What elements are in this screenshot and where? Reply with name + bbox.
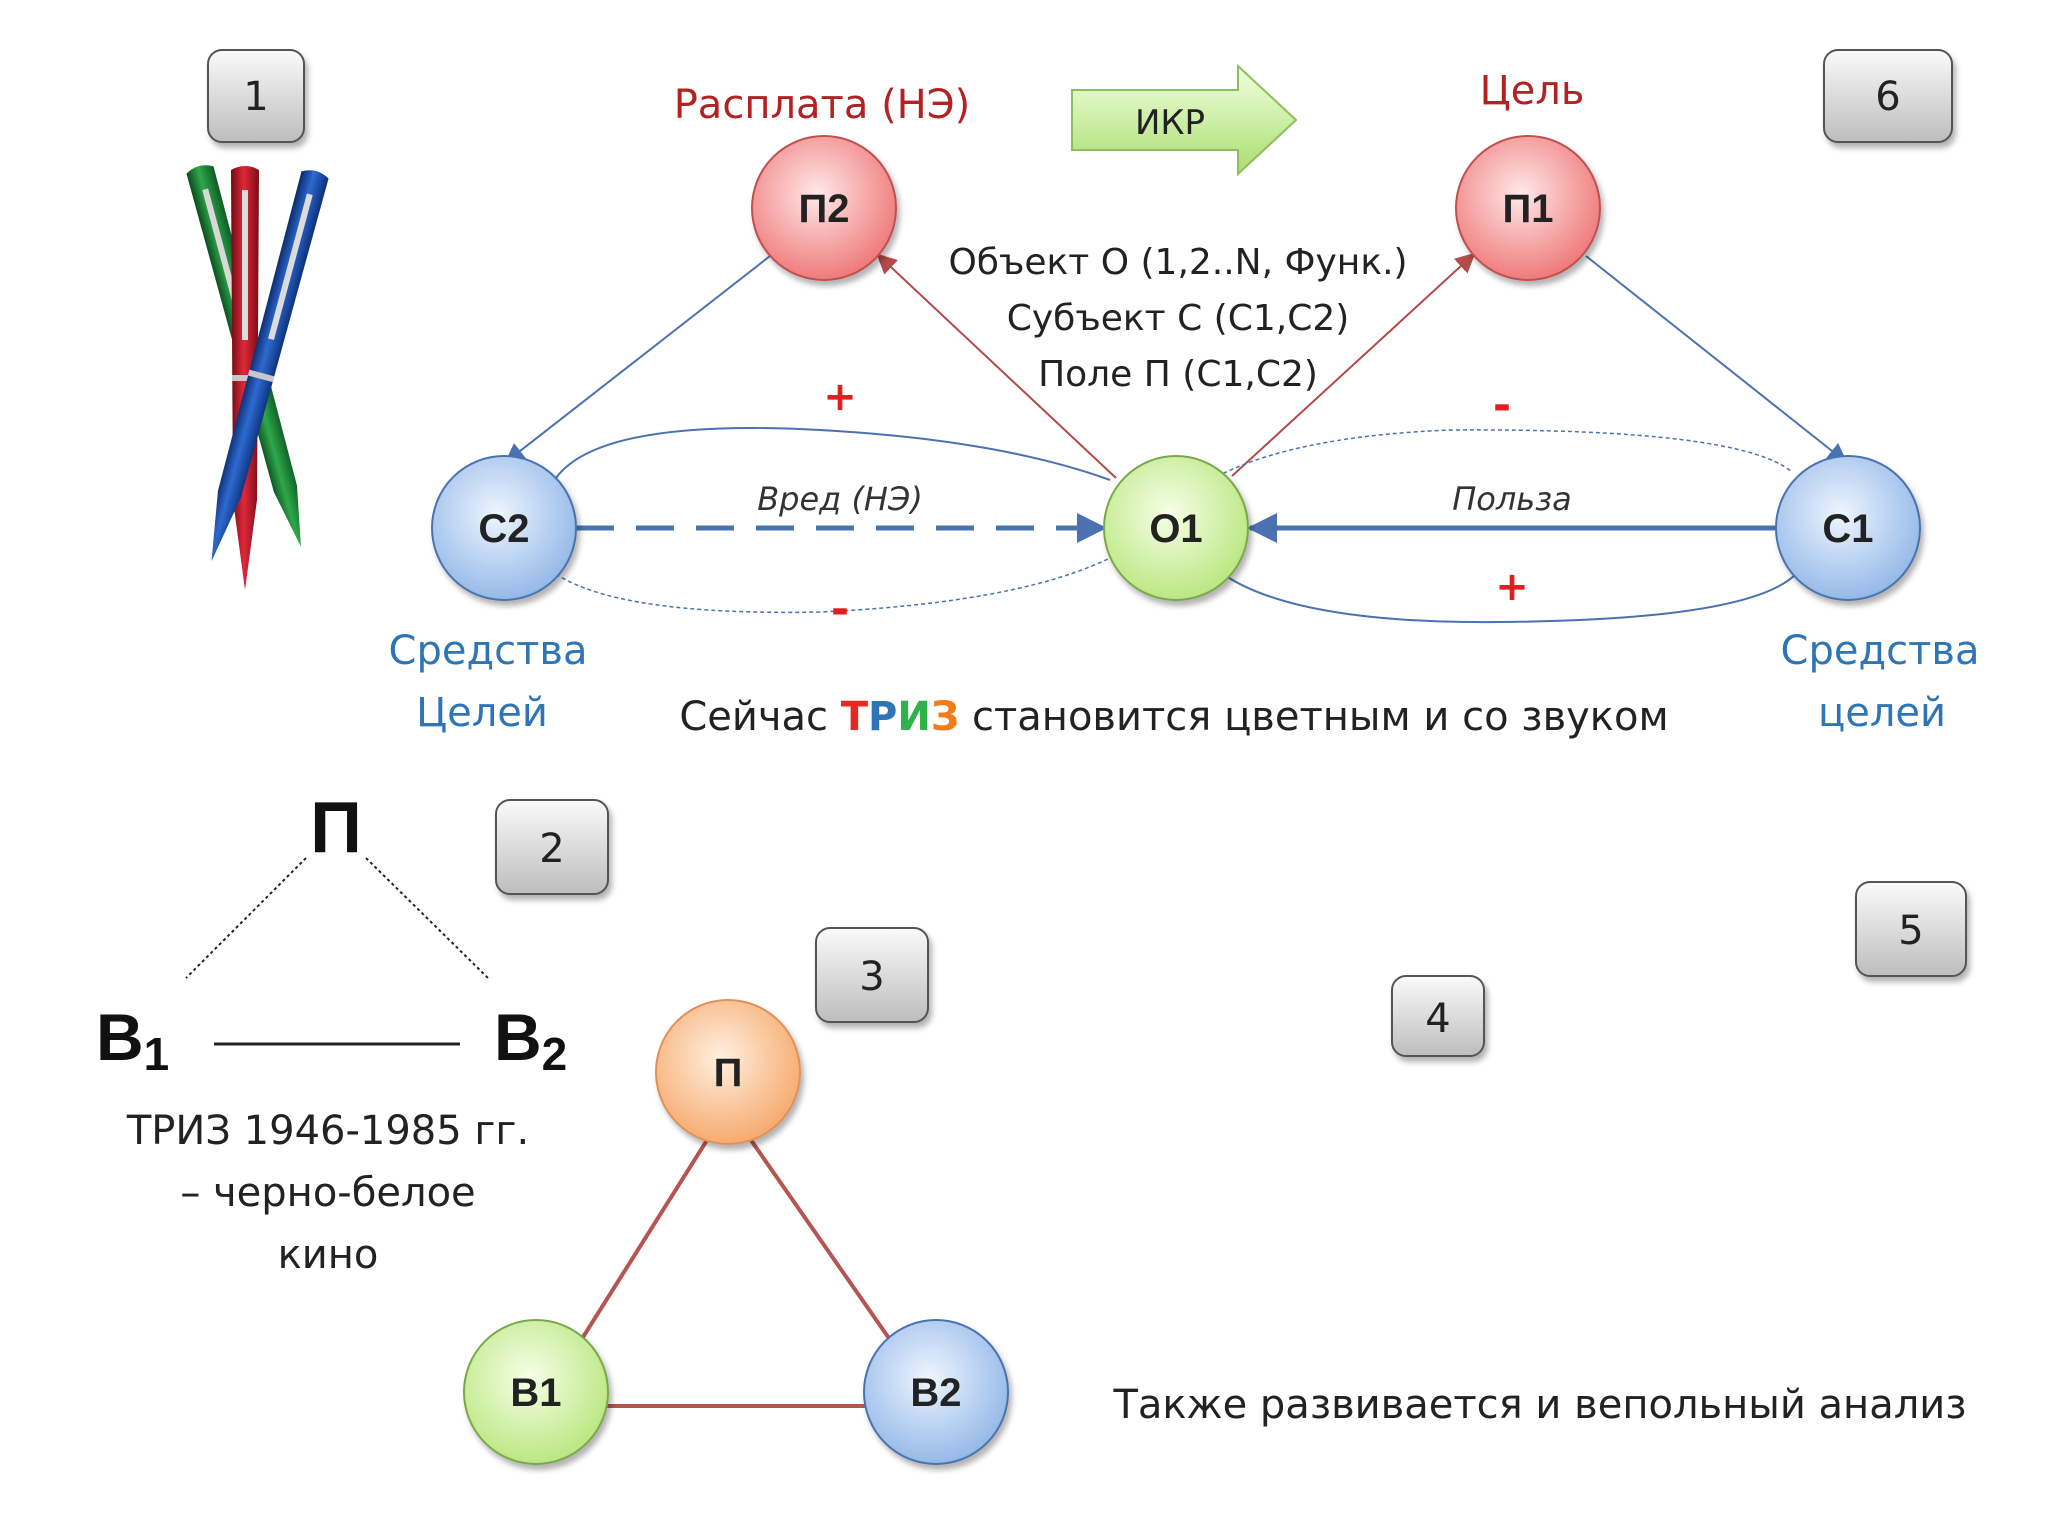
benefit-label: Польза — [1452, 480, 1572, 518]
payment-label: Расплата (НЭ) — [674, 82, 971, 128]
caption-letter-t: Т — [841, 694, 869, 740]
means-right-line-2: целей — [1818, 690, 1946, 736]
badge-1-label: 1 — [243, 74, 268, 120]
caption-letter-i: И — [897, 694, 930, 740]
node-c1: С1 — [1775, 455, 1921, 601]
node-c2-label: С2 — [478, 507, 529, 551]
old-caption-line-1: ТРИЗ 1946-1985 гг. — [126, 1108, 529, 1154]
node-o1-label: О1 — [1149, 507, 1202, 551]
badge-2-label: 2 — [539, 826, 564, 872]
badge-4-label: 4 — [1425, 996, 1450, 1042]
ikr-arrow: ИКР — [1071, 63, 1298, 177]
loop-left-bottom — [555, 525, 1159, 614]
node-p1-label: П1 — [1503, 187, 1554, 231]
triangle-node-b2-label: В2 — [910, 1371, 961, 1415]
description-block: Объект О (1,2..N, Функ.) Субъект С (С1,С… — [948, 242, 1407, 395]
node-o1: О1 — [1103, 455, 1249, 601]
old-caption-line-2: – черно-белое — [180, 1170, 475, 1216]
old-dotted-left — [185, 857, 307, 979]
triangle-node-b1-label: В1 — [510, 1371, 561, 1415]
caption-before: Сейчас — [679, 694, 840, 740]
node-p1: П1 — [1455, 135, 1601, 281]
description-line-1: Объект О (1,2..N, Функ.) — [948, 242, 1407, 283]
sign-right-bottom: + — [1495, 564, 1529, 610]
triangle-node-p-label: П — [714, 1051, 743, 1095]
badge-3: 3 — [815, 927, 929, 1023]
loop-left-top — [555, 427, 1111, 481]
triangle-node-b1: В1 — [463, 1319, 609, 1465]
ikr-label: ИКР — [1135, 103, 1205, 143]
loop-right-top — [1151, 429, 1793, 539]
triangle-node-b2: В2 — [863, 1319, 1009, 1465]
sign-left-top: + — [823, 374, 857, 420]
color-caption: Сейчас ТРИЗ становится цветным и со звук… — [679, 694, 1668, 740]
badge-5-label: 5 — [1898, 908, 1923, 954]
triangle-node-p: П — [655, 999, 801, 1145]
description-line-2: Субъект С (С1,С2) — [1007, 298, 1350, 339]
harm-label: Вред (НЭ) — [757, 480, 923, 518]
old-right-label: В2 — [494, 1000, 567, 1080]
node-p2-label: П2 — [799, 187, 850, 231]
pens-image — [186, 165, 329, 590]
new-vepol-triangle: П В1 В2 — [463, 999, 1009, 1465]
means-left-line-1: Средства — [389, 628, 588, 674]
means-right-line-1: Средства — [1781, 628, 1980, 674]
badge-1: 1 — [207, 49, 305, 143]
triangle-edge-right — [728, 1108, 920, 1382]
badge-6-label: 6 — [1875, 74, 1900, 120]
arrow-p1-c1 — [1585, 255, 1848, 464]
sign-right-top: - — [1493, 380, 1511, 431]
badge-6: 6 — [1823, 49, 1953, 143]
means-left-line-2: Целей — [416, 690, 548, 736]
old-caption-line-3: кино — [278, 1232, 379, 1278]
node-c1-label: С1 — [1822, 507, 1873, 551]
blue-pen — [211, 170, 329, 562]
badge-4: 4 — [1391, 975, 1485, 1057]
old-vepol-diagram: П В1 В2 ТРИЗ 1946-1985 гг. – черно-белое… — [96, 788, 567, 1278]
badge-5: 5 — [1855, 881, 1967, 977]
arrow-o1-p2 — [876, 253, 1117, 479]
arrow-o1-p1 — [1231, 252, 1476, 477]
description-line-3: Поле П (С1,С2) — [1038, 354, 1318, 395]
arrow-p2-c2 — [504, 255, 771, 464]
goal-label: Цель — [1480, 68, 1585, 114]
old-dotted-right — [365, 857, 489, 979]
caption-letter-z: З — [931, 694, 959, 740]
node-c2: С2 — [431, 455, 577, 601]
triangle-edge-left — [554, 1108, 728, 1382]
badge-2: 2 — [495, 799, 609, 895]
old-left-label: В1 — [96, 1000, 169, 1080]
badge-3-label: 3 — [859, 954, 884, 1000]
sign-left-bottom: - — [831, 584, 849, 635]
node-p2: П2 — [751, 135, 897, 281]
loop-right-bottom — [1225, 573, 1797, 624]
bottom-caption: Также развивается и вепольный анализ — [1112, 1382, 1966, 1428]
caption-after: становится цветным и со звуком — [959, 694, 1668, 740]
old-top-label: П — [310, 788, 362, 868]
caption-letter-r: Р — [868, 694, 897, 740]
